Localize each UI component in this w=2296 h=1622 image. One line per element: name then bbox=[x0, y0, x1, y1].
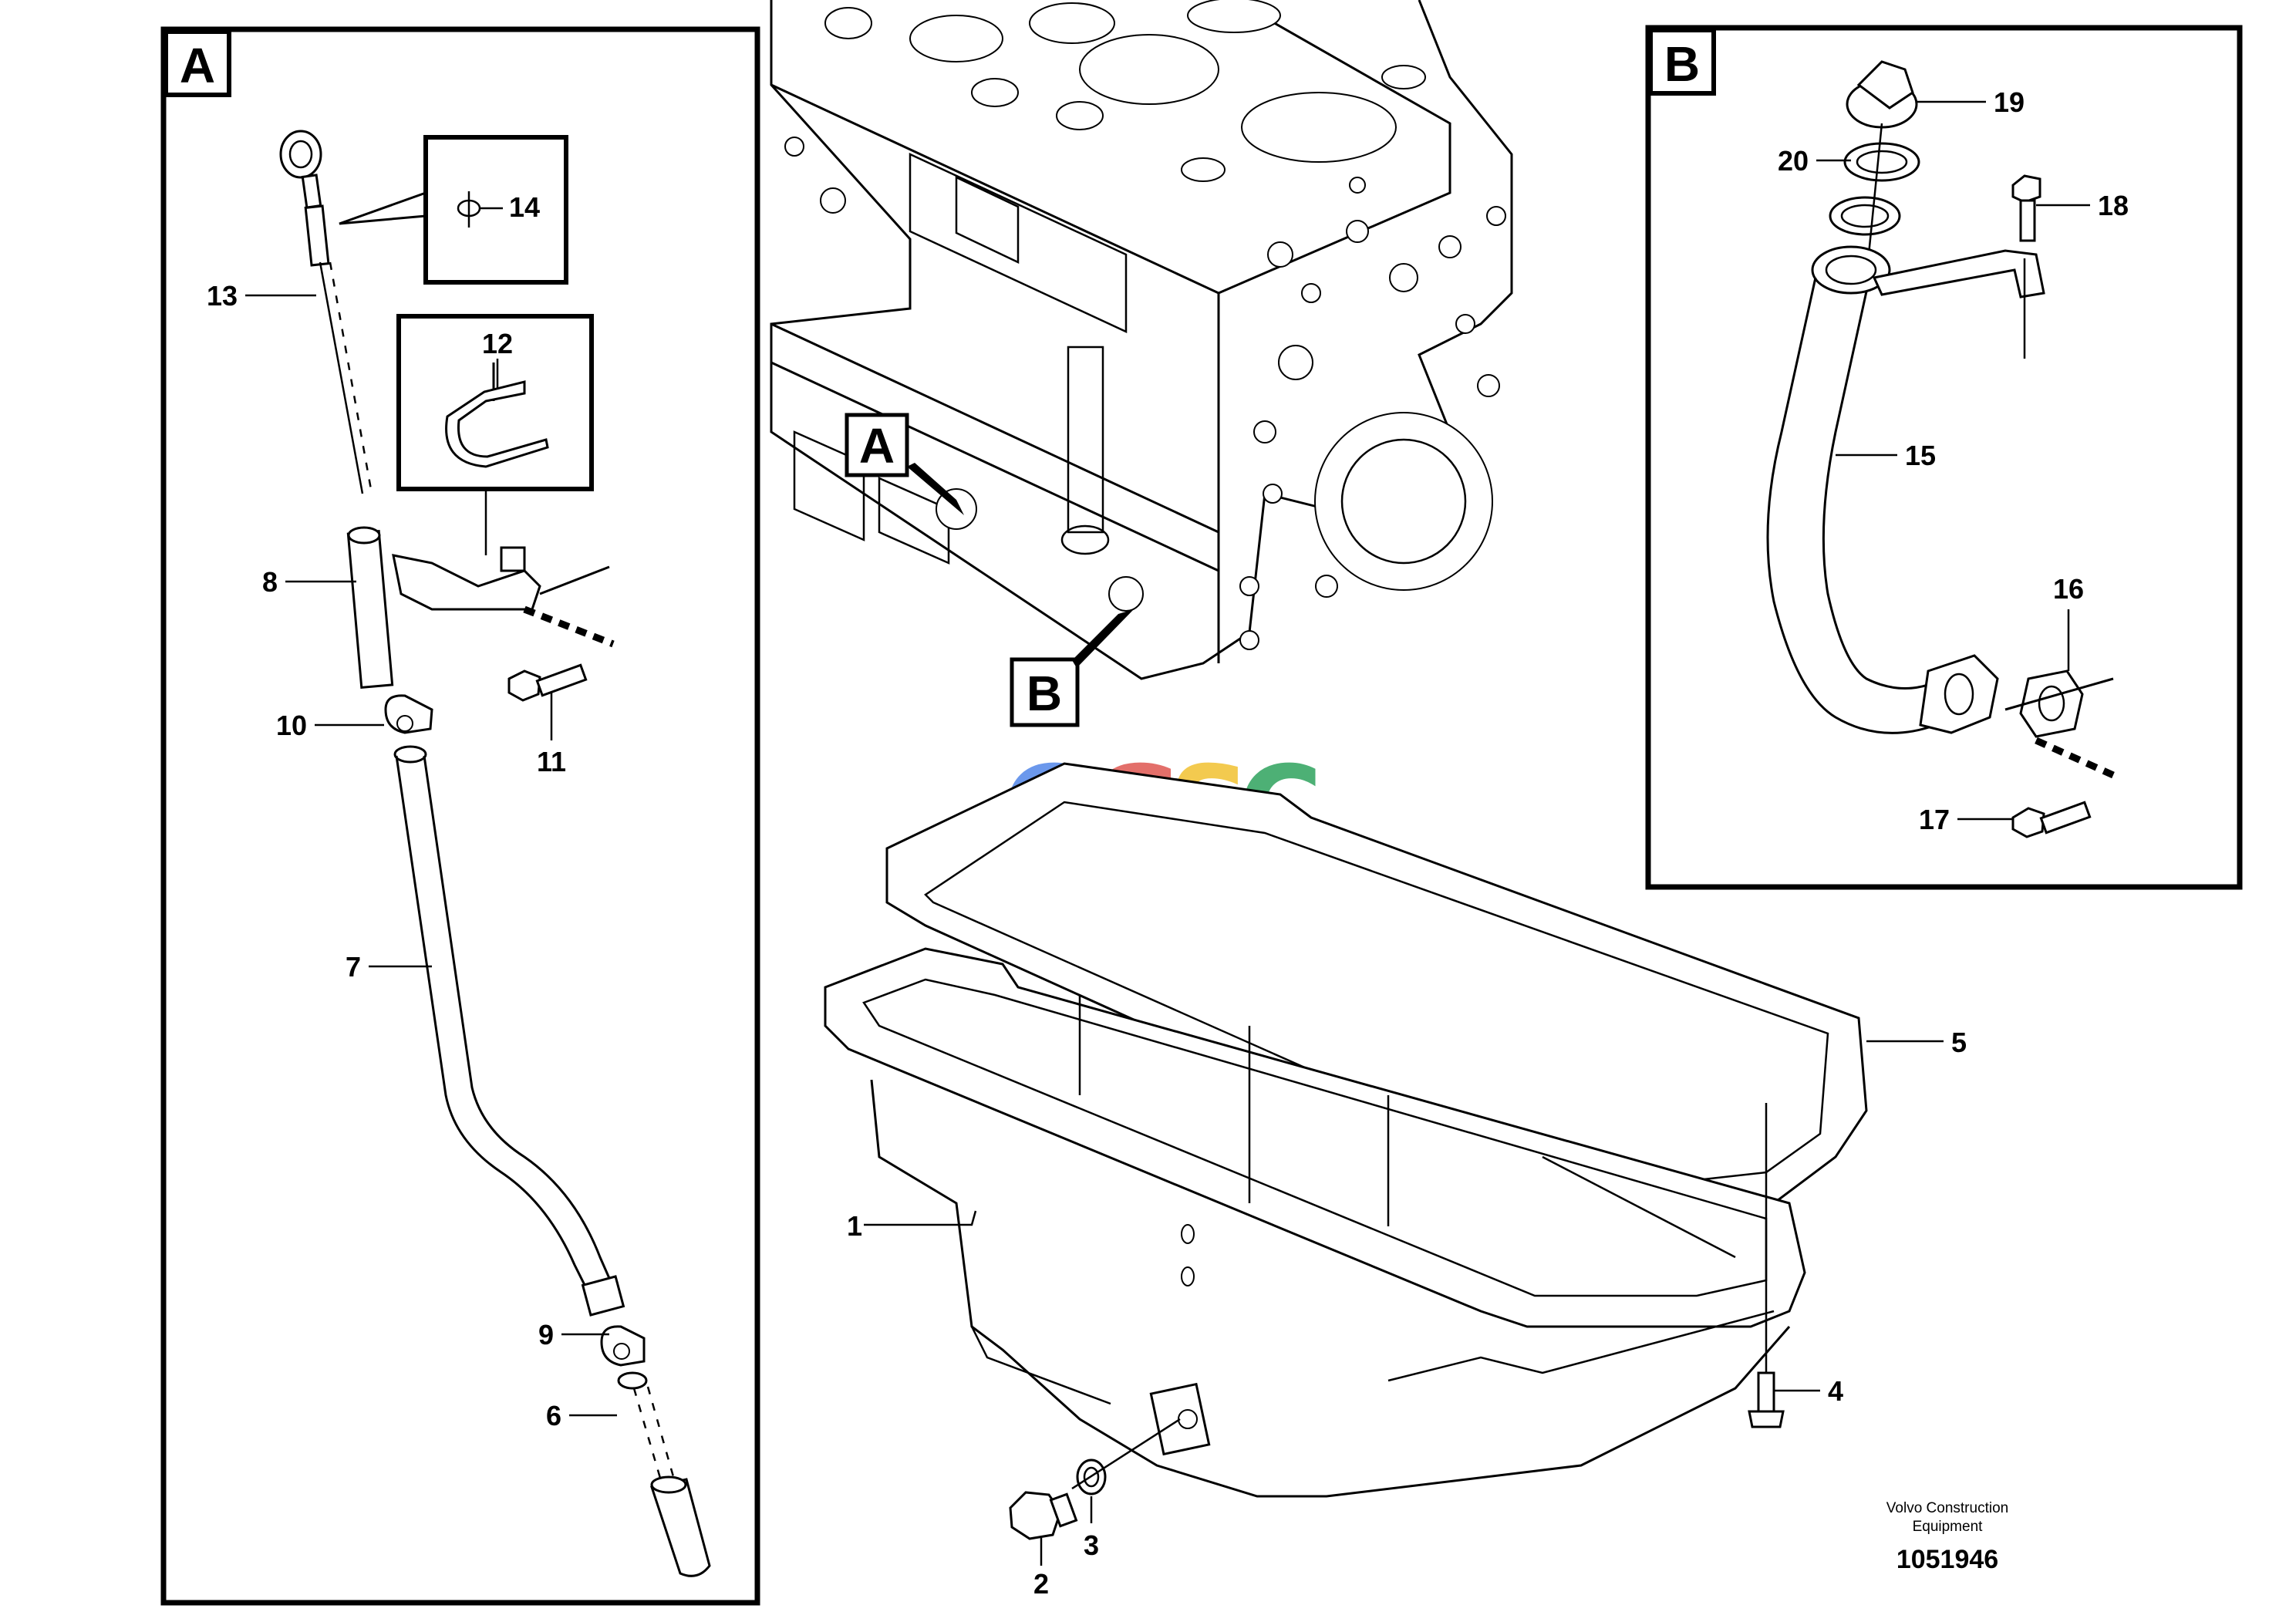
bolt-18 bbox=[2011, 174, 2041, 242]
label-part-6: 6 bbox=[546, 1400, 561, 1431]
callout-b-label: B bbox=[1027, 666, 1062, 721]
brand-line-2: Equipment bbox=[1913, 1519, 1984, 1535]
view-b-box: B bbox=[1645, 25, 2243, 890]
guide-tube-lower bbox=[393, 745, 625, 1317]
label-part-18: 18 bbox=[2098, 190, 2129, 221]
callout-b: B bbox=[1010, 609, 1134, 727]
label-part-3: 3 bbox=[1084, 1529, 1099, 1561]
label-part-13: 13 bbox=[207, 280, 238, 312]
oil-pan-gasket bbox=[885, 762, 1868, 1220]
dipstick-end bbox=[617, 1371, 711, 1577]
label-part-11: 11 bbox=[537, 746, 566, 777]
detail-box-14 bbox=[339, 135, 568, 285]
label-part-2: 2 bbox=[1033, 1568, 1049, 1600]
bolt-11 bbox=[507, 663, 588, 702]
label-part-12: 12 bbox=[482, 328, 513, 359]
drain-axis bbox=[1071, 1418, 1181, 1490]
leader-lines bbox=[245, 100, 2090, 1566]
label-part-9: 9 bbox=[538, 1319, 554, 1351]
label-part-8: 8 bbox=[262, 566, 278, 598]
label-part-19: 19 bbox=[1994, 86, 2025, 118]
label-part-20: 20 bbox=[1778, 145, 1809, 177]
label-part-10: 10 bbox=[276, 710, 307, 741]
brand-line-1: Volvo Construction bbox=[1886, 1500, 2008, 1516]
drain-plug bbox=[1009, 1491, 1078, 1540]
label-part-5: 5 bbox=[1951, 1027, 1967, 1058]
engine-block bbox=[770, 0, 1513, 680]
label-part-4: 4 bbox=[1828, 1375, 1843, 1407]
label-part-1: 1 bbox=[847, 1210, 862, 1242]
callout-a: A bbox=[845, 413, 964, 515]
filler-cap bbox=[1846, 60, 1918, 129]
pan-bolt bbox=[1748, 1103, 1785, 1428]
detail-box-12 bbox=[396, 314, 594, 555]
label-part-16: 16 bbox=[2053, 573, 2084, 605]
label-part-7: 7 bbox=[346, 951, 361, 983]
cap-seal bbox=[1829, 123, 1920, 278]
view-a-box: A bbox=[160, 26, 760, 1606]
clip-10 bbox=[384, 694, 433, 734]
filler-tube bbox=[1766, 245, 2045, 734]
view-b-label: B bbox=[1664, 36, 1700, 92]
dipstick bbox=[279, 130, 373, 494]
flange-gasket bbox=[2004, 669, 2115, 779]
label-part-14: 14 bbox=[509, 191, 540, 223]
document-number: 1051946 bbox=[1896, 1545, 1998, 1574]
callout-a-label: A bbox=[859, 418, 895, 474]
clip-9 bbox=[600, 1325, 646, 1367]
label-part-17: 17 bbox=[1919, 804, 1950, 835]
bolt-17 bbox=[2011, 801, 2092, 838]
label-part-15: 15 bbox=[1905, 440, 1936, 471]
view-a-label: A bbox=[180, 38, 215, 93]
guide-tube-upper bbox=[346, 526, 615, 689]
